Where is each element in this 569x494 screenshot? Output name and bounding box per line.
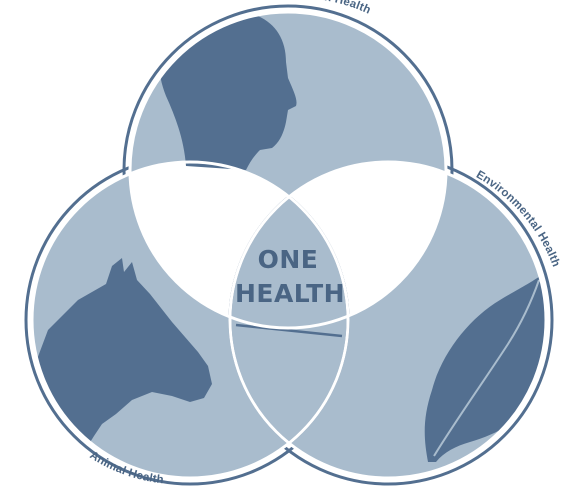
center-label-line2: HEALTH (235, 279, 345, 308)
center-label-line1: ONE (258, 245, 319, 274)
